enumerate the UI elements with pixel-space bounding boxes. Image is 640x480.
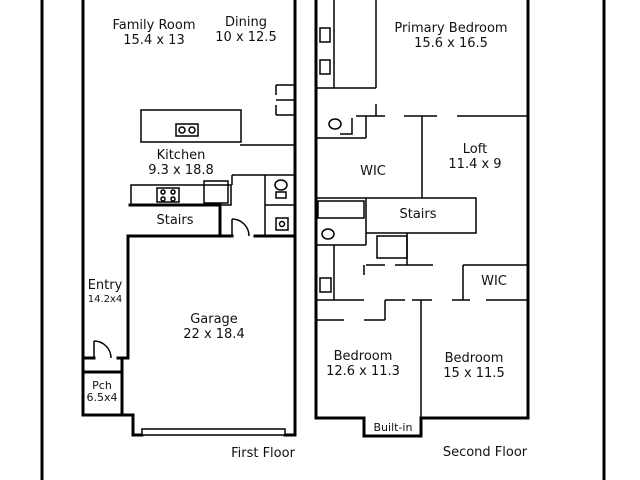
- second-floor-walls: [314, 0, 530, 438]
- room-name: Bedroom: [444, 351, 504, 366]
- room-wic-second: WIC: [472, 274, 516, 289]
- room-dining: Dining 10 x 12.5: [206, 15, 286, 45]
- room-dimensions: 12.6 x 11.3: [326, 364, 400, 379]
- room-garage: Garage 22 x 18.4: [164, 312, 264, 342]
- floor-caption-second: Second Floor: [442, 445, 528, 460]
- room-name: Bedroom: [333, 349, 393, 364]
- room-name: WIC: [481, 274, 507, 289]
- room-stairs-first: Stairs: [140, 213, 210, 228]
- room-dimensions: 9.3 x 18.8: [148, 163, 214, 178]
- room-dimensions: 6.5x4: [86, 391, 118, 404]
- room-name: Entry: [87, 278, 123, 293]
- room-wic-primary: WIC: [350, 164, 396, 179]
- room-family-room: Family Room 15.4 x 13: [106, 18, 202, 48]
- room-stairs-second: Stairs: [386, 207, 450, 222]
- first-floor-fixtures: [93, 84, 295, 436]
- room-porch: Pch 6.5x4: [83, 380, 121, 404]
- room-dimensions: 14.2x4: [87, 294, 123, 305]
- room-bedroom-right: Bedroom 15 x 11.5: [434, 351, 514, 381]
- room-name: Kitchen: [156, 148, 206, 163]
- second-floor-partitions: [316, 0, 528, 418]
- room-bedroom-left: Bedroom 12.6 x 11.3: [320, 349, 406, 379]
- room-name: Loft: [462, 142, 488, 157]
- room-name: WIC: [360, 164, 386, 179]
- room-built-in: Built-in: [366, 421, 420, 434]
- page-frame: [40, 0, 606, 480]
- room-dimensions: 22 x 18.4: [183, 327, 245, 342]
- room-dimensions: 11.4 x 9: [448, 157, 502, 172]
- room-dimensions: 15 x 11.5: [443, 366, 505, 381]
- room-dimensions: 10 x 12.5: [215, 30, 277, 45]
- room-entry: Entry 14.2x4: [84, 278, 126, 306]
- room-kitchen: Kitchen 9.3 x 18.8: [136, 148, 226, 178]
- room-dimensions: 15.6 x 16.5: [414, 36, 488, 51]
- room-loft: Loft 11.4 x 9: [435, 142, 515, 172]
- room-name: Pch: [92, 379, 112, 392]
- room-name: Family Room: [112, 18, 196, 33]
- room-name: Primary Bedroom: [394, 21, 508, 36]
- floor-caption-first: First Floor: [231, 446, 295, 461]
- room-name: Garage: [190, 312, 238, 327]
- room-name: Stairs: [156, 213, 194, 228]
- room-dimensions: 15.4 x 13: [123, 33, 185, 48]
- room-primary-bedroom: Primary Bedroom 15.6 x 16.5: [386, 21, 516, 51]
- room-name: Built-in: [373, 421, 413, 434]
- room-name: Stairs: [399, 207, 437, 222]
- room-name: Dining: [225, 15, 267, 30]
